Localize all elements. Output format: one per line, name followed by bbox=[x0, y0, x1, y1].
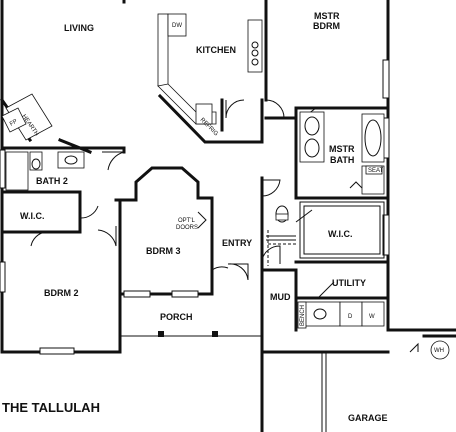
garage: WH bbox=[321, 340, 450, 432]
master-bath-fixtures: SEAT bbox=[275, 111, 385, 223]
master-bedroom-label-2: BDRM bbox=[313, 21, 340, 31]
wic-right-label: W.I.C. bbox=[328, 229, 353, 239]
utility-fixtures: D W BENCH bbox=[266, 230, 385, 329]
living-label: LIVING bbox=[64, 23, 94, 33]
bdrm3-label: BDRM 3 bbox=[146, 246, 181, 256]
bath2-fixtures bbox=[5, 151, 85, 191]
wh-label: WH bbox=[434, 348, 444, 354]
kitchen-fixtures: DW REFRIG bbox=[157, 13, 263, 138]
plan-title: THE TALLULAH bbox=[2, 400, 100, 415]
wic-left-label: W.I.C. bbox=[20, 211, 45, 221]
washer-label: W bbox=[369, 314, 375, 320]
bath2-label: BATH 2 bbox=[36, 176, 68, 186]
fireplace: HEARTH FP bbox=[1, 93, 53, 141]
porch-label: PORCH bbox=[160, 312, 193, 322]
master-bath-label-1: MSTR bbox=[329, 144, 355, 154]
bdrm2-label: BDRM 2 bbox=[44, 288, 79, 298]
master-wic-rods bbox=[299, 201, 385, 259]
master-bedroom-label-1: MSTR bbox=[314, 11, 340, 21]
doors bbox=[27, 99, 335, 299]
seat-label: SEAT bbox=[368, 168, 384, 174]
dw-label: DW bbox=[172, 23, 182, 29]
optional-doors: OPT'L DOORS bbox=[176, 211, 207, 231]
entry-label: ENTRY bbox=[222, 238, 252, 248]
fp-label: FP bbox=[9, 119, 19, 128]
room-labels: LIVING KITCHEN MSTR BDRM MSTR BATH BATH … bbox=[20, 11, 388, 423]
dryer-label: D bbox=[348, 314, 353, 320]
utility-label: UTILITY bbox=[332, 278, 366, 288]
master-bath-label-2: BATH bbox=[330, 155, 354, 165]
porch-posts bbox=[158, 331, 218, 337]
bench-label: BENCH bbox=[300, 305, 306, 326]
garage-label: GARAGE bbox=[348, 413, 388, 423]
optl-label-2: DOORS bbox=[176, 225, 198, 231]
windows bbox=[0, 59, 390, 355]
mud-label: MUD bbox=[270, 292, 291, 302]
kitchen-label: KITCHEN bbox=[196, 45, 236, 55]
optl-label-1: OPT'L bbox=[178, 218, 195, 224]
